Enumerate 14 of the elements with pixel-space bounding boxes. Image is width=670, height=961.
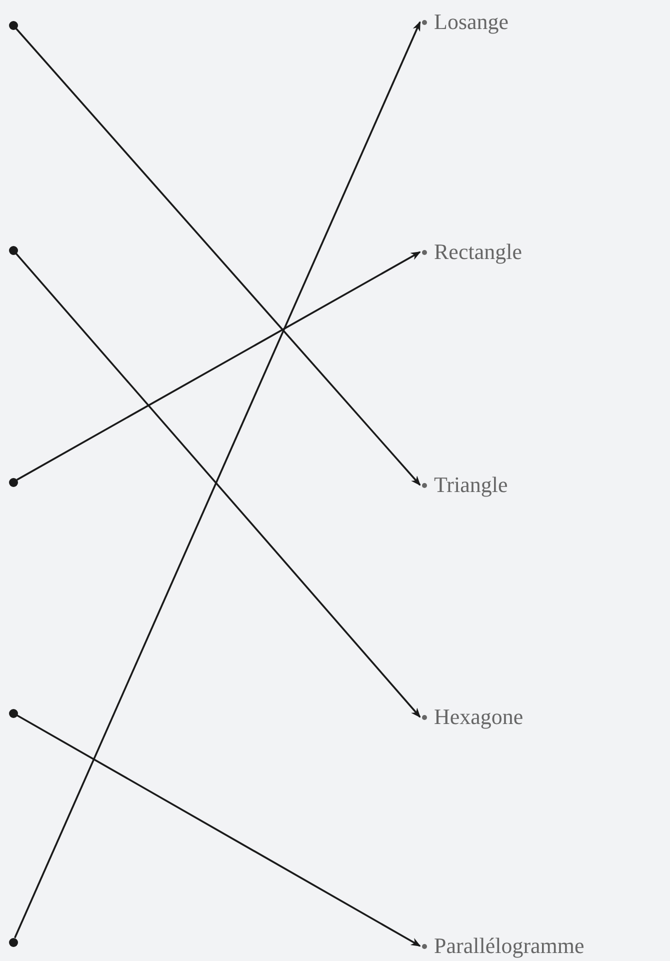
- shape-name-label: Losange: [420, 8, 509, 36]
- arrow: [16, 714, 421, 947]
- endpoint-dot: [8, 708, 18, 718]
- endpoint-dot: [8, 20, 18, 30]
- arrow: [15, 28, 421, 486]
- endpoint-dot: [8, 938, 18, 946]
- shape-name-label: Parallélogramme: [420, 932, 584, 960]
- shape-name-label: Triangle: [420, 471, 508, 499]
- arrow: [16, 251, 421, 481]
- shape-name-label: Rectangle: [420, 238, 522, 266]
- arrow: [15, 252, 421, 718]
- endpoint-dot: [8, 478, 18, 486]
- endpoint-dot: [8, 246, 18, 254]
- shape-name-label: Hexagone: [420, 703, 524, 731]
